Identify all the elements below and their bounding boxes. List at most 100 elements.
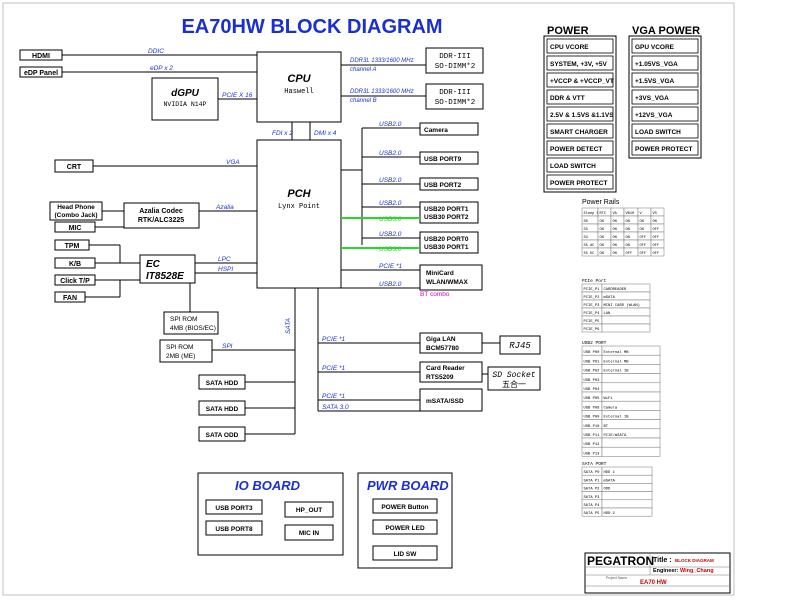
sata-port-cell-text: SATA P4: [584, 504, 601, 508]
headphone-label-1: Head Phone: [57, 204, 95, 211]
usb-port2-device: USB PORT2: [424, 182, 462, 189]
bus-usb30-port1: USB3.0: [379, 246, 402, 253]
hdmi-connector: HDMI: [32, 53, 50, 60]
gigalan-label-1: Giga LAN: [426, 336, 456, 343]
pwr-lid-sw: LID SW: [394, 551, 418, 558]
power-rails-cell: [650, 247, 665, 257]
power-rails-cell-text: OFF: [653, 236, 659, 240]
power-rails-cell-text: VS: [653, 212, 657, 216]
power-rails-cell-text: ON: [613, 220, 617, 224]
usb2-port-cell: [601, 437, 661, 448]
power-rails-cell-text: OFF: [640, 244, 646, 248]
power-box: [546, 157, 614, 173]
spi-rom-me-label-2: 2MB (ME): [166, 353, 195, 360]
vga-power-box: [631, 140, 699, 156]
bus-usb20-port1: USB2.0: [379, 200, 402, 207]
vga-power-header: VGA POWER: [632, 25, 700, 37]
bus-ddic: DDIC: [148, 48, 164, 55]
pcie-port-cell-text: PCIE_P1: [584, 288, 601, 292]
project-label: Project Name: [606, 576, 627, 580]
tpm-chip: TPM: [65, 243, 80, 250]
sata-port-cell-text: HDD 1: [604, 471, 616, 475]
vga-power-box: [631, 89, 699, 105]
vga-power-item: GPU VCORE: [635, 44, 675, 51]
pcie-port-cell-text: PCIE_P3: [584, 304, 601, 308]
power-rails-cell-text: OFF: [653, 244, 659, 248]
fan-connector: FAN: [63, 295, 77, 302]
vga-power-item: POWER PROTECT: [635, 146, 692, 153]
power-box: [546, 72, 614, 88]
power-item: +VCCP & +VCCP_VT: [550, 78, 614, 85]
power-rails-cell-text: Sleep State: [584, 211, 608, 216]
ec-label-1: EC: [146, 259, 161, 270]
page-frame: [2, 2, 735, 596]
power-box: [546, 38, 614, 54]
pcie-port-cell-text: PCIE_P6: [584, 328, 601, 332]
usb2-port-cell-text: USB P02: [584, 370, 601, 374]
cpu-label: CPU: [287, 73, 311, 85]
bus-pcie-msata: PCIE *1: [322, 393, 346, 400]
title-label: Title :: [653, 557, 672, 564]
pcie-port-cell-text: PCIE_P5: [584, 320, 601, 324]
pch-label: PCH: [287, 188, 311, 200]
pcie-port-cell: [601, 315, 651, 325]
sd-socket-label-2: 五合一: [502, 379, 526, 389]
usb2-port-cell-text: BT: [604, 425, 609, 429]
usb2-port-cell-text: Camera: [604, 405, 618, 410]
spi-rom-me-label-1: SPI ROM: [166, 344, 193, 351]
power-item: SYSTEM, +3V, +5V: [550, 61, 608, 68]
vga-power-box: [631, 72, 699, 88]
power-rails-cell-text: ON: [653, 220, 657, 224]
pcie-port-cell-text: mSATA: [604, 296, 616, 300]
bus-lpc: LPC: [218, 256, 231, 263]
power-rails-cell-text: ON: [600, 244, 604, 248]
codec-label-2: RTK/ALC3225: [138, 217, 184, 224]
sata-port-title: SATA PORT: [582, 461, 607, 467]
power-rails-cell-text: V: [640, 212, 643, 216]
usb-port0-label-1: USB20 PORT0: [424, 236, 469, 243]
sata-port-cell-text: ODD: [604, 488, 612, 492]
power-item: 2.5V & 1.5VS &1.1VS: [550, 112, 614, 119]
cardreader-label-2: RTS5209: [426, 374, 454, 381]
bus-ddr3-b-1: DDR3L 1333/1600 MHz: [350, 89, 414, 95]
power-rails-cell-text: ON: [600, 228, 604, 232]
msata-device: mSATA/SSD: [426, 398, 464, 405]
bus-sata: SATA: [285, 318, 292, 334]
codec-label-1: Azalia Codec: [139, 208, 183, 215]
usb2-port-cell-text: USB P13: [584, 452, 601, 456]
bus-pcie-cardreader: PCIE *1: [322, 365, 346, 372]
bus-usb30-port2: USB3.0: [379, 216, 402, 223]
headphone-label-2: (Combo Jack): [55, 212, 98, 219]
power-rails-cell-text: OFF: [653, 252, 659, 256]
camera-device: Camera: [424, 127, 448, 134]
touchpad-connector: Click T/P: [60, 278, 90, 285]
io-mic-in: MIC IN: [299, 530, 320, 537]
vga-power-item: +12VS_VGA: [635, 112, 673, 119]
spi-rom-bios-label-1: SPI ROM: [170, 316, 197, 323]
usb-port0-label-2: USB30 PORT1: [424, 244, 469, 251]
mic-connector: MIC: [69, 225, 82, 232]
pwr-power-button: POWER Button: [381, 504, 428, 511]
power-box: [546, 55, 614, 71]
bus-edp: eDP x 2: [150, 65, 173, 72]
ddr-a-label-2: SO-DIMM*2: [435, 63, 476, 71]
power-item: DDR & VTT: [550, 95, 585, 102]
dgpu-sub-label: NVIDIA N14P: [164, 101, 207, 108]
power-rails-cell-text: ON: [613, 236, 617, 240]
engineer-value: Wing_Chang: [680, 568, 714, 574]
engineer-label: Engineer:: [653, 568, 679, 574]
usb2-port-cell-text: USB P00: [584, 351, 601, 355]
title-value: BLOCK DIAGRAM: [675, 558, 714, 563]
usb2-port-cell-text: External MB: [604, 359, 630, 364]
pcie-port-cell-text: LAN: [604, 312, 611, 316]
power-box: [546, 174, 614, 190]
pcie-port-cell-text: PCIE_P2: [584, 296, 601, 300]
vga-power-item: +1.5VS_VGA: [635, 78, 675, 85]
diagram-title: EA70HW BLOCK DIAGRAM: [181, 16, 442, 38]
io-board-title: IO BOARD: [235, 478, 301, 493]
bus-usb20-minicard: USB2.0: [379, 281, 402, 288]
bus-spi: SPI: [222, 343, 233, 350]
sata-port-cell-text: mSATA: [604, 479, 616, 483]
bus-pcie-x16: PCIE X 16: [222, 92, 253, 99]
